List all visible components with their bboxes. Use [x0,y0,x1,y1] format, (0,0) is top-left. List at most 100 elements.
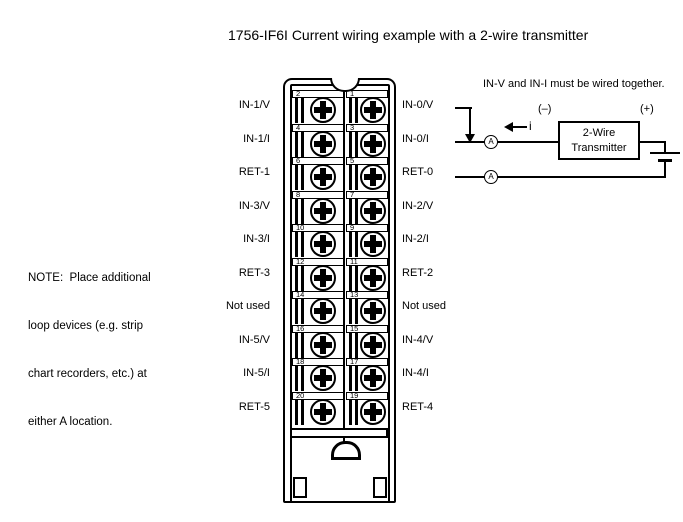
clamp-bar-icon [355,232,358,257]
clamp-bar-icon [301,399,304,425]
left-pin-label: IN-1/V [238,99,270,111]
clamp-bar-icon [349,299,352,324]
terminal-number-right: 19 [350,390,359,400]
screw-terminal-right [348,231,394,257]
terminal-strip-right: 11 [346,257,388,266]
clamp-bar-icon [295,399,298,425]
wire-ret0 [455,176,666,178]
battery-plate-long-icon [650,152,680,154]
screw-cross-v [370,101,376,119]
clamp-bar-icon [295,198,298,224]
screw-cross-v [370,168,376,186]
clamp-bar-icon [349,265,352,291]
clamp-bar-icon [301,232,304,257]
wire-battery-top [664,141,666,153]
screw-cross-v [370,201,376,220]
terminal-row: IN-5/V 16 15 IN-4/V [0,323,683,359]
clamp-bar-icon [355,399,358,425]
ammeter-icon: A [484,135,498,149]
terminal-number-left: 6 [296,156,301,165]
right-pin-label: IN-4/V [402,333,434,346]
left-pin-label: IN-3/I [243,233,270,245]
screw-head-icon [360,130,386,157]
right-pin-label: IN-0/V [402,99,434,111]
screw-cross-v [320,302,326,320]
screw-cross-v [370,402,376,421]
screw-head-icon [360,298,386,324]
terminal-strip-left: 8 [292,189,344,199]
terminal-row: IN-1/I 4 3 IN-0/I [0,123,683,158]
ammeter-label: A [488,172,494,181]
clamp-bar-icon [355,332,358,358]
clamp-bar-icon [355,131,358,157]
terminal-strip-right: 5 [346,157,388,165]
screw-terminal-left [294,264,340,291]
clamp-bar-icon [349,131,352,157]
terminal-row: IN-5/I 18 17 IN-4/I [0,358,683,392]
clamp-bar-icon [295,232,298,257]
battery-plate-short-icon [658,159,672,162]
right-pin-label: IN-2/I [402,233,429,245]
screw-cross-v [320,235,326,253]
screw-terminal-right [348,197,394,224]
terminal-number-left: 8 [296,189,301,199]
left-pin-label: RET-1 [238,166,270,178]
screw-terminal-right [348,398,394,425]
clamp-bar-icon [295,165,298,190]
terminal-block-center-divider [343,90,345,438]
left-pin-label: IN-5/V [238,333,270,346]
wire-in0v-drop [469,107,471,137]
screw-cross-v [370,268,376,287]
screw-head-icon [360,398,386,425]
screw-head-icon [310,197,336,224]
screw-terminal-left [294,298,340,324]
screw-head-icon [360,264,386,291]
terminal-row: IN-3/I 10 9 IN-2/I [0,224,683,258]
two-wire-transmitter-box: 2-Wire Transmitter [558,121,640,160]
right-pin-label: IN-2/V [402,199,434,212]
clamp-bar-icon [295,131,298,157]
screw-head-icon [310,97,336,123]
right-pin-label: RET-2 [402,266,434,279]
terminal-strip-right: 7 [346,189,388,199]
keying-dome-stem [343,436,345,442]
terminal-strip-right: 13 [346,291,388,299]
keying-dome-bottom-icon [331,441,361,460]
terminal-strip-left: 20 [292,391,344,400]
terminal-strip-left: 4 [292,123,344,132]
terminal-strip-left: 12 [292,257,344,266]
screw-terminal-right [348,130,394,157]
clamp-bar-icon [349,165,352,190]
screw-terminal-left [294,365,340,391]
screw-cross-v [370,369,376,387]
mounting-slot-left-icon [293,477,307,498]
clamp-bar-icon [349,232,352,257]
screw-cross-v [370,302,376,320]
terminal-number-left: 14 [296,290,305,299]
terminal-number-right: 9 [350,223,355,232]
current-arrow-icon [504,122,513,132]
terminal-number-right: 7 [350,189,355,199]
screw-terminal-left [294,197,340,224]
screw-terminal-left [294,164,340,190]
clamp-bar-icon [355,265,358,291]
screw-cross-v [320,201,326,220]
screw-terminal-left [294,97,340,123]
clamp-bar-icon [301,265,304,291]
note-line: NOTE: Place additional [28,272,151,284]
terminal-strip-right: 17 [346,358,388,366]
ammeter-icon: A [484,170,498,184]
note-line: chart recorders, etc.) at [28,368,147,380]
terminal-number-left: 18 [296,357,305,366]
note-line: either A location. [28,416,113,428]
screw-head-icon [360,97,386,123]
terminal-number-left: 10 [296,223,305,232]
clamp-bar-icon [349,366,352,391]
screw-head-icon [360,331,386,358]
terminal-strip-left: 16 [292,324,344,333]
terminal-number-right: 1 [350,89,355,98]
terminal-number-right: 15 [350,323,359,333]
clamp-bar-icon [301,299,304,324]
clamp-bar-icon [301,98,304,123]
